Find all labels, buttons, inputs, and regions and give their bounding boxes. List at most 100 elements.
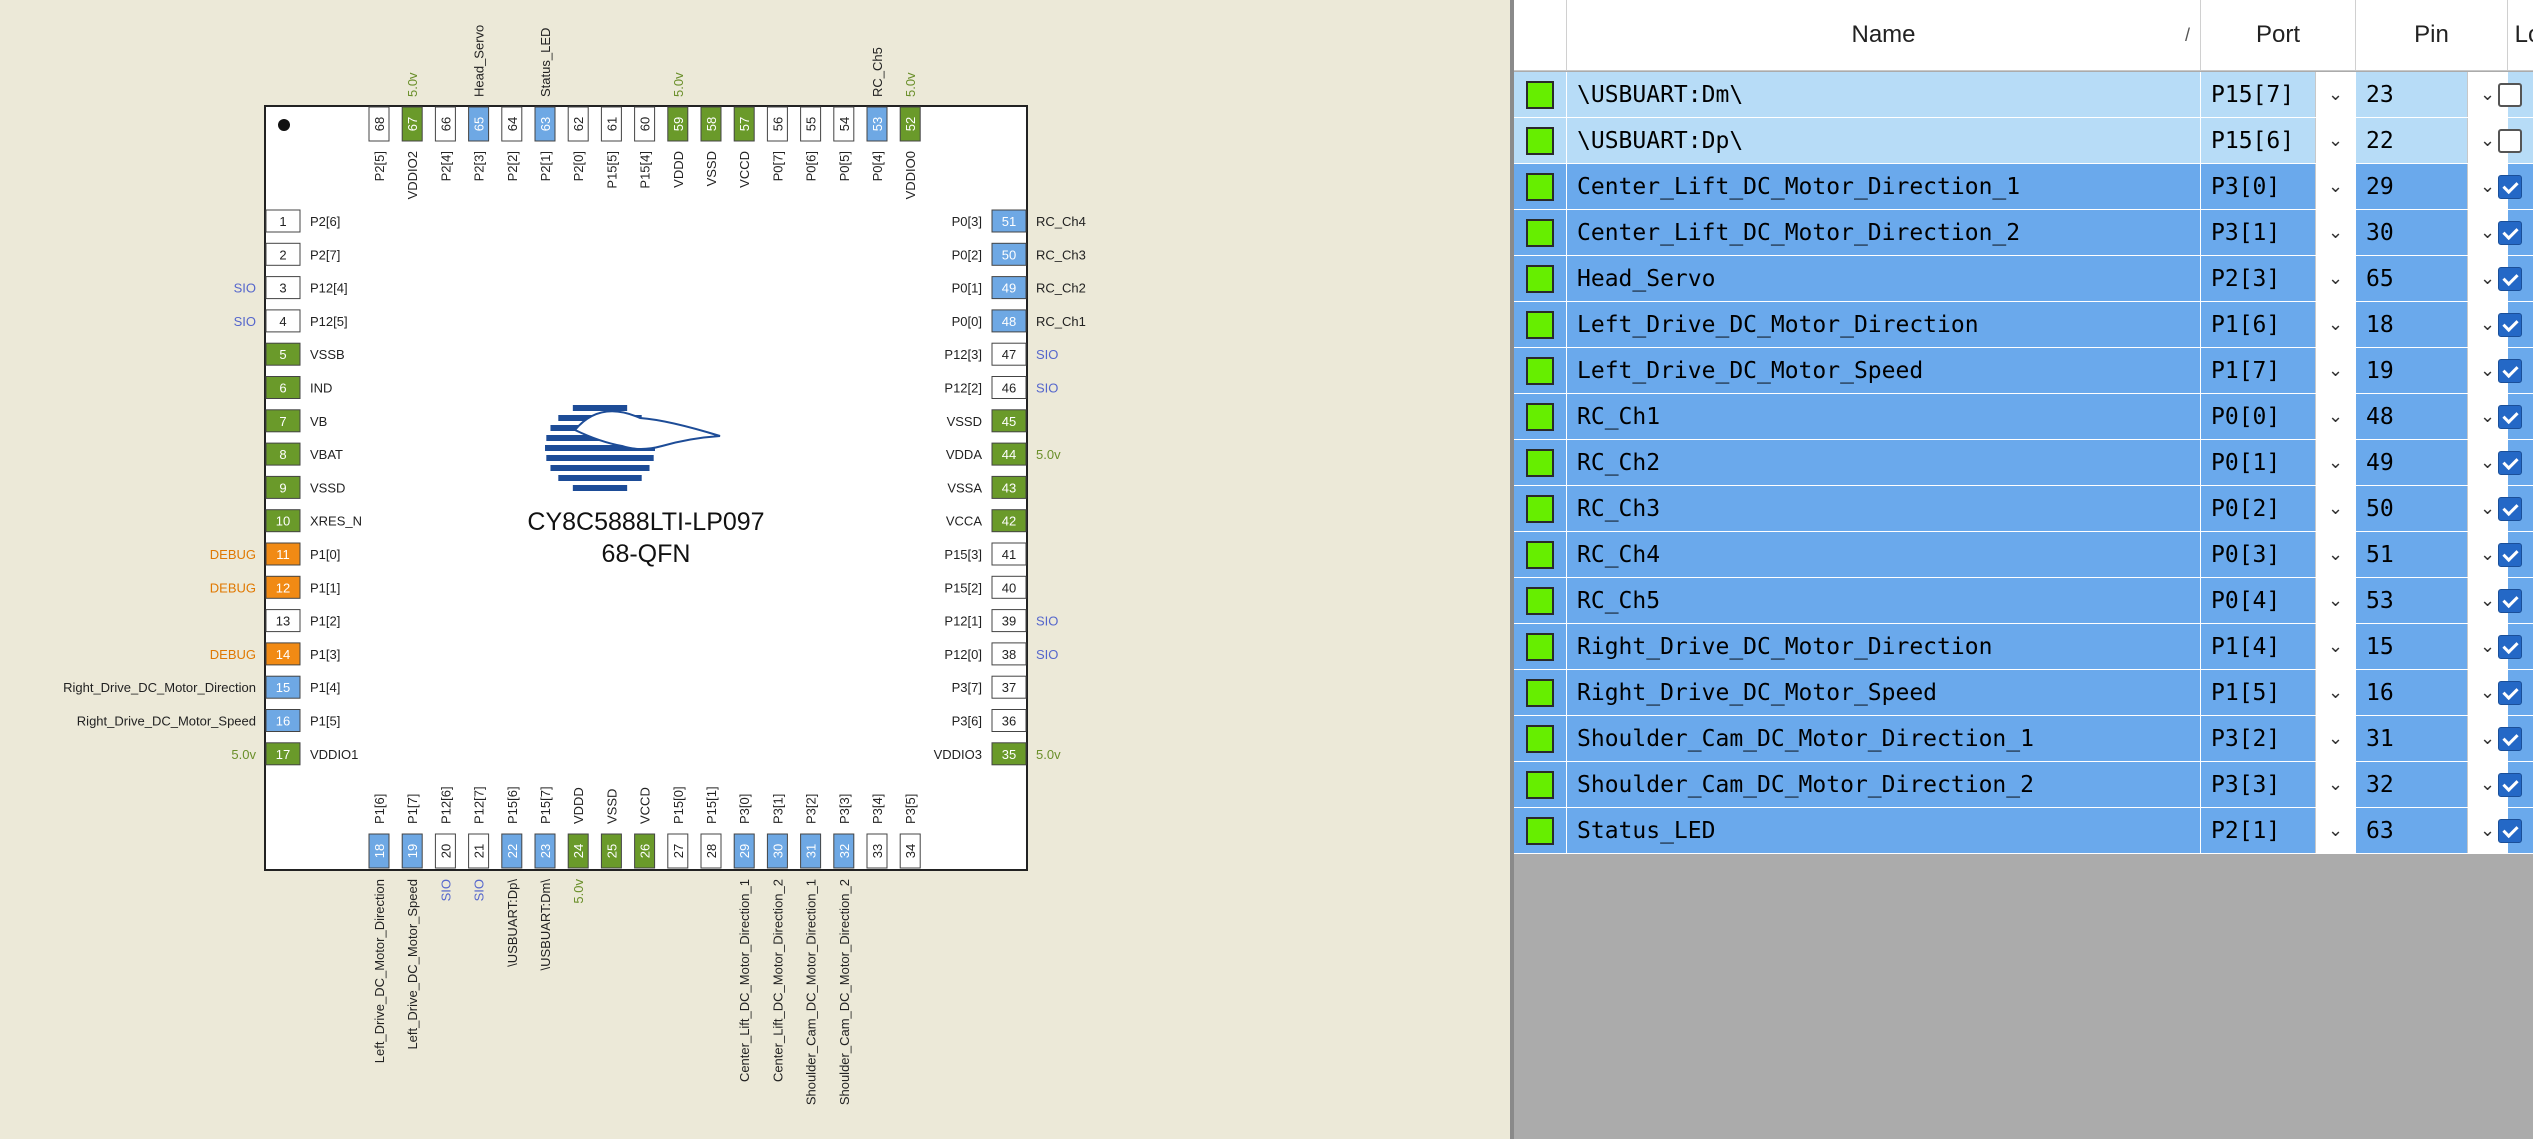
name-cell[interactable]: \USBUART:Dp\ [1567, 118, 2201, 164]
pin-dropdown-chevron-down-icon[interactable]: ⌄ [2467, 256, 2507, 301]
pin-dropdown-chevron-down-icon[interactable]: ⌄ [2467, 164, 2507, 209]
port-dropdown-chevron-down-icon[interactable]: ⌄ [2315, 808, 2355, 853]
lock-checkbox[interactable] [2498, 405, 2522, 429]
port-dropdown-chevron-down-icon[interactable]: ⌄ [2315, 118, 2355, 163]
port-cell[interactable]: P1[5]⌄ [2201, 670, 2356, 716]
port-dropdown-chevron-down-icon[interactable]: ⌄ [2315, 532, 2355, 577]
color-swatch[interactable] [1526, 679, 1554, 707]
port-cell[interactable]: P3[1]⌄ [2201, 210, 2356, 256]
pin-cell[interactable]: 49⌄ [2356, 440, 2508, 486]
port-dropdown-chevron-down-icon[interactable]: ⌄ [2315, 486, 2355, 531]
color-swatch[interactable] [1526, 449, 1554, 477]
pin-cell[interactable]: 63⌄ [2356, 808, 2508, 854]
port-dropdown-chevron-down-icon[interactable]: ⌄ [2315, 348, 2355, 393]
pin-cell[interactable]: 51⌄ [2356, 532, 2508, 578]
pin-cell[interactable]: 16⌄ [2356, 670, 2508, 716]
header-name[interactable]: Name / [1567, 0, 2201, 70]
name-cell[interactable]: Right_Drive_DC_Motor_Direction [1567, 624, 2201, 670]
pin-cell[interactable]: 22⌄ [2356, 118, 2508, 164]
color-swatch[interactable] [1526, 495, 1554, 523]
port-dropdown-chevron-down-icon[interactable]: ⌄ [2315, 164, 2355, 209]
name-cell[interactable]: Left_Drive_DC_Motor_Speed [1567, 348, 2201, 394]
header-pin[interactable]: Pin [2356, 0, 2508, 70]
pin-cell[interactable]: 30⌄ [2356, 210, 2508, 256]
name-cell[interactable]: \USBUART:Dm\ [1567, 72, 2201, 118]
table-row[interactable]: \USBUART:Dm\P15[7]⌄23⌄ [1514, 72, 2533, 118]
pin-cell[interactable]: 53⌄ [2356, 578, 2508, 624]
color-swatch[interactable] [1526, 541, 1554, 569]
lock-checkbox[interactable] [2498, 589, 2522, 613]
port-cell[interactable]: P0[3]⌄ [2201, 532, 2356, 578]
port-cell[interactable]: P0[4]⌄ [2201, 578, 2356, 624]
port-cell[interactable]: P1[7]⌄ [2201, 348, 2356, 394]
port-cell[interactable]: P15[6]⌄ [2201, 118, 2356, 164]
lock-checkbox[interactable] [2498, 359, 2522, 383]
name-cell[interactable]: RC_Ch1 [1567, 394, 2201, 440]
port-dropdown-chevron-down-icon[interactable]: ⌄ [2315, 210, 2355, 255]
port-dropdown-chevron-down-icon[interactable]: ⌄ [2315, 762, 2355, 807]
pin-cell[interactable]: 18⌄ [2356, 302, 2508, 348]
port-cell[interactable]: P0[1]⌄ [2201, 440, 2356, 486]
port-dropdown-chevron-down-icon[interactable]: ⌄ [2315, 256, 2355, 301]
color-swatch[interactable] [1526, 173, 1554, 201]
color-swatch[interactable] [1526, 265, 1554, 293]
header-lock[interactable]: Lock [2508, 0, 2533, 70]
lock-checkbox[interactable] [2498, 819, 2522, 843]
port-cell[interactable]: P1[4]⌄ [2201, 624, 2356, 670]
name-cell[interactable]: Head_Servo [1567, 256, 2201, 302]
port-dropdown-chevron-down-icon[interactable]: ⌄ [2315, 394, 2355, 439]
port-cell[interactable]: P2[3]⌄ [2201, 256, 2356, 302]
port-cell[interactable]: P3[0]⌄ [2201, 164, 2356, 210]
panel-splitter[interactable] [1510, 0, 1514, 1139]
port-dropdown-chevron-down-icon[interactable]: ⌄ [2315, 624, 2355, 669]
color-swatch[interactable] [1526, 725, 1554, 753]
port-dropdown-chevron-down-icon[interactable]: ⌄ [2315, 716, 2355, 761]
name-cell[interactable]: Left_Drive_DC_Motor_Direction [1567, 302, 2201, 348]
lock-checkbox[interactable] [2498, 175, 2522, 199]
color-swatch[interactable] [1526, 817, 1554, 845]
color-swatch[interactable] [1526, 81, 1554, 109]
lock-checkbox[interactable] [2498, 83, 2522, 107]
port-dropdown-chevron-down-icon[interactable]: ⌄ [2315, 72, 2355, 117]
name-cell[interactable]: Right_Drive_DC_Motor_Speed [1567, 670, 2201, 716]
color-swatch[interactable] [1526, 587, 1554, 615]
port-dropdown-chevron-down-icon[interactable]: ⌄ [2315, 578, 2355, 623]
table-row[interactable]: \USBUART:Dp\P15[6]⌄22⌄ [1514, 118, 2533, 164]
port-dropdown-chevron-down-icon[interactable]: ⌄ [2315, 670, 2355, 715]
lock-checkbox[interactable] [2498, 221, 2522, 245]
color-swatch[interactable] [1526, 311, 1554, 339]
pin-cell[interactable]: 31⌄ [2356, 716, 2508, 762]
port-cell[interactable]: P3[2]⌄ [2201, 716, 2356, 762]
name-cell[interactable]: Shoulder_Cam_DC_Motor_Direction_2 [1567, 762, 2201, 808]
lock-checkbox[interactable] [2498, 497, 2522, 521]
pin-cell[interactable]: 15⌄ [2356, 624, 2508, 670]
lock-checkbox[interactable] [2498, 313, 2522, 337]
pin-cell[interactable]: 32⌄ [2356, 762, 2508, 808]
color-swatch[interactable] [1526, 219, 1554, 247]
port-cell[interactable]: P15[7]⌄ [2201, 72, 2356, 118]
name-cell[interactable]: Center_Lift_DC_Motor_Direction_2 [1567, 210, 2201, 256]
pin-cell[interactable]: 19⌄ [2356, 348, 2508, 394]
port-cell[interactable]: P0[0]⌄ [2201, 394, 2356, 440]
lock-checkbox[interactable] [2498, 635, 2522, 659]
port-cell[interactable]: P0[2]⌄ [2201, 486, 2356, 532]
lock-checkbox[interactable] [2498, 267, 2522, 291]
port-dropdown-chevron-down-icon[interactable]: ⌄ [2315, 440, 2355, 485]
header-port[interactable]: Port [2201, 0, 2356, 70]
pin-cell[interactable]: 23⌄ [2356, 72, 2508, 118]
lock-checkbox[interactable] [2498, 451, 2522, 475]
lock-checkbox[interactable] [2498, 129, 2522, 153]
lock-checkbox[interactable] [2498, 773, 2522, 797]
name-cell[interactable]: Status_LED [1567, 808, 2201, 854]
